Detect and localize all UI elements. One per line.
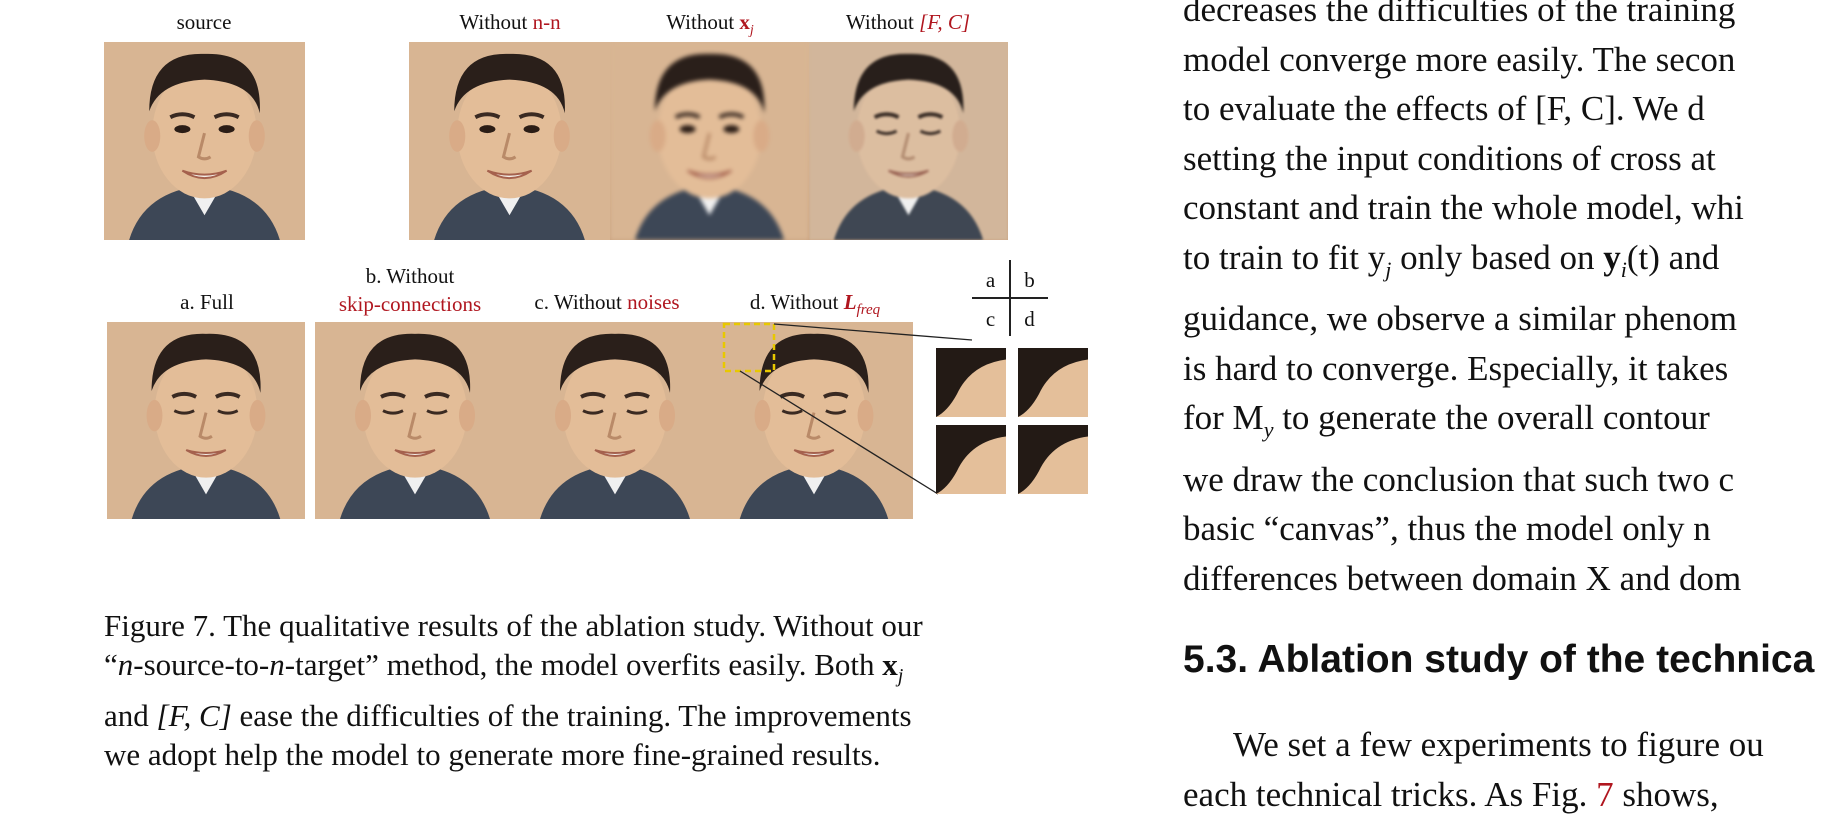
face-image-without-noises <box>515 322 715 519</box>
label-without-skip: b. Without skip-connections <box>338 264 482 316</box>
face-image-source <box>104 42 305 240</box>
label-full: a. Full <box>180 290 234 314</box>
zoom-crop-a <box>936 348 1006 417</box>
label-without-xj: Without xj <box>666 10 754 39</box>
body-paragraph: decreases the difficulties of the traini… <box>1183 0 1744 603</box>
face-image-without-fc <box>809 42 1008 240</box>
zoom-crop-c <box>936 425 1006 494</box>
body-line: decreases the difficulties of the traini… <box>1183 0 1736 29</box>
body-line: differences between domain X and dom <box>1183 558 1742 598</box>
figure-ref-link[interactable]: 7 <box>1596 774 1614 814</box>
body-line: model converge more easily. The secon <box>1183 39 1736 79</box>
body-line: setting the input conditions of cross at <box>1183 138 1716 178</box>
label-without-noises: c. Without noises <box>534 290 680 314</box>
face-image-without-lfreq <box>715 322 913 519</box>
body-line: to evaluate the effects of [F, C]. We d <box>1183 89 1705 128</box>
connector-line-bottom <box>739 370 939 495</box>
zoom-crop-b <box>1018 348 1088 417</box>
body-line: each technical tricks. As Fig. 7 shows, <box>1183 774 1719 814</box>
figure-caption: Figure 7. The qualitative results of the… <box>104 606 1104 774</box>
label-without-fc: Without [F, C] <box>845 10 971 34</box>
section-heading: 5.3. Ablation study of the technica <box>1183 638 1815 681</box>
caption-line-2: “n-source-to-n-target” method, the model… <box>104 647 904 688</box>
body-line: to train to fit yj only based on yi(t) a… <box>1183 237 1720 282</box>
label-without-lfreq: d. Without Lfreq <box>749 290 881 319</box>
body-line: we draw the conclusion that such two c <box>1183 459 1735 499</box>
face-image-without-nn <box>409 42 610 240</box>
highlight-box <box>722 322 776 373</box>
grid-legend: a b c d <box>972 260 1048 336</box>
label-source: source <box>176 10 232 34</box>
body-line: for My to generate the overall contour <box>1183 398 1710 442</box>
zoom-crop-d <box>1018 425 1088 494</box>
section-paragraph: We set a few experiments to figure ou ea… <box>1183 720 1764 819</box>
face-image-without-xj <box>610 42 809 240</box>
body-line: basic “canvas”, thus the model only n <box>1183 509 1711 548</box>
face-image-full <box>107 322 305 519</box>
caption-line-3: and [F, C] ease the difficulties of the … <box>104 698 912 734</box>
connector-line-top <box>773 323 973 341</box>
body-line: constant and train the whole model, whi <box>1183 188 1744 227</box>
body-line: is hard to converge. Especially, it take… <box>1183 348 1729 388</box>
body-line: We set a few experiments to figure ou <box>1233 725 1764 764</box>
caption-line-1: Figure 7. The qualitative results of the… <box>104 608 923 643</box>
face-image-without-skip <box>315 322 515 519</box>
label-without-nn: Without n-n <box>459 10 561 34</box>
body-line: guidance, we observe a similar phenom <box>1183 299 1737 338</box>
caption-line-4: we adopt help the model to generate more… <box>104 737 881 773</box>
